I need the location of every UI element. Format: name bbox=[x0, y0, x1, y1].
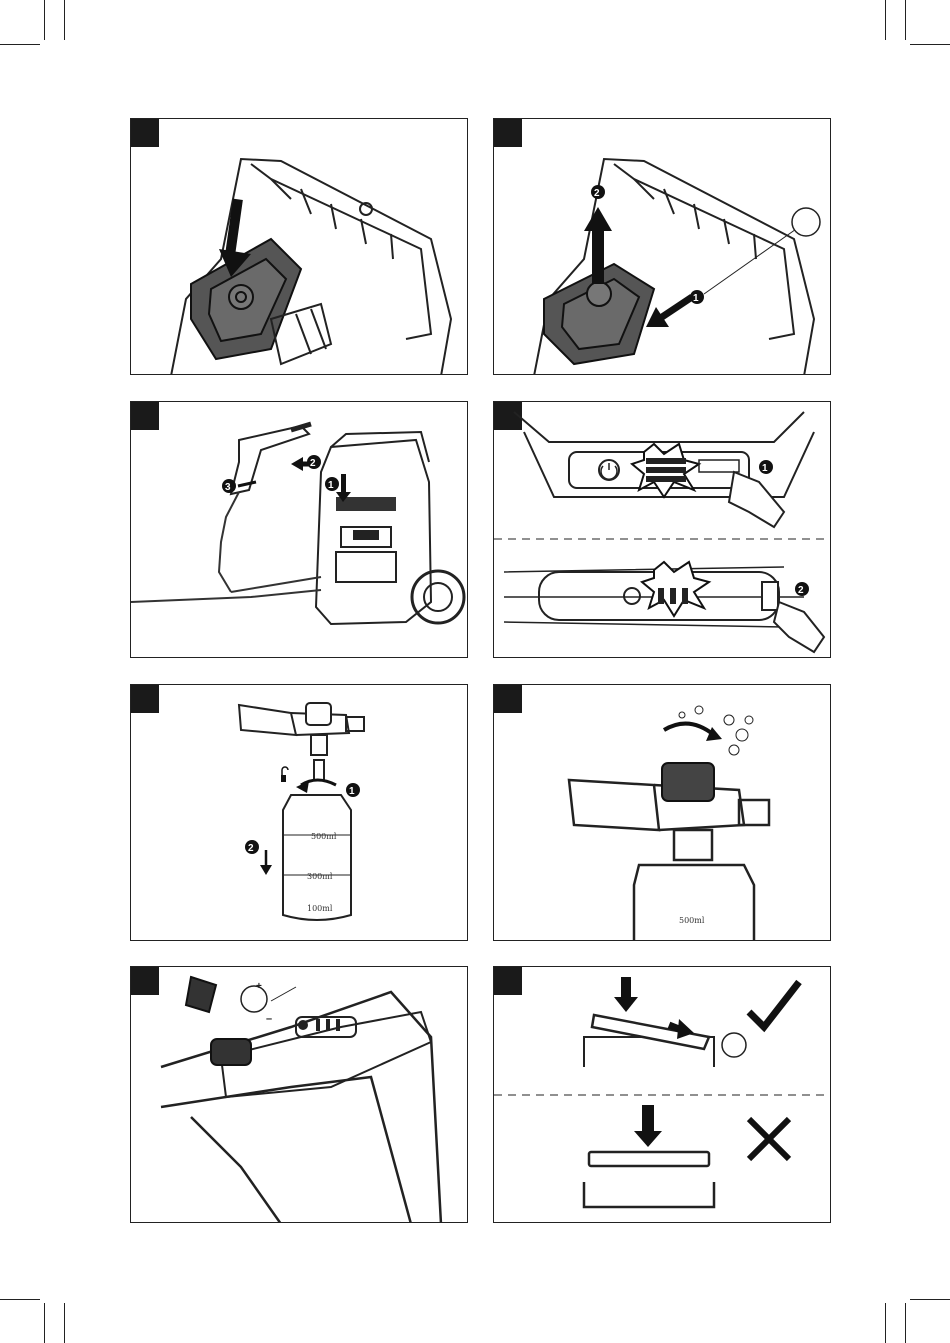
bottle-mark: 500ml bbox=[679, 916, 705, 925]
bottle-mark: 500ml bbox=[311, 832, 337, 841]
figure-panel-8 bbox=[493, 966, 831, 1223]
figure-panel-2: 2 1 bbox=[493, 118, 831, 375]
figure-panel-1 bbox=[130, 118, 468, 375]
callout-number: 2 bbox=[310, 458, 316, 469]
pressure-washer-illustration: 2 3 1 bbox=[131, 402, 468, 658]
foam-nozzle-illustration: 500ml bbox=[494, 685, 831, 941]
crop-mark bbox=[64, 1303, 65, 1343]
callout-number: 2 bbox=[594, 188, 600, 199]
figure-panel-6: 500ml bbox=[493, 684, 831, 941]
foam-bottle-illustration: 1 500ml 300ml 100ml 2 bbox=[131, 685, 468, 941]
callout-number: 3 bbox=[225, 482, 231, 493]
battery-remove-illustration: 2 1 bbox=[494, 119, 831, 375]
figure-panel-5: 1 500ml 300ml 100ml 2 bbox=[130, 684, 468, 941]
crop-mark bbox=[905, 1303, 906, 1343]
crop-mark bbox=[910, 1299, 950, 1300]
check-icon bbox=[749, 982, 799, 1027]
minus-symbol: – bbox=[266, 1013, 272, 1025]
crop-mark bbox=[0, 44, 40, 45]
bottle-mark: 100ml bbox=[307, 904, 333, 913]
battery-insert-illustration bbox=[131, 119, 468, 375]
detail-circle bbox=[722, 1033, 746, 1057]
crop-mark bbox=[910, 44, 950, 45]
callout-number: 2 bbox=[248, 843, 254, 854]
figure-panel-3: 2 3 1 bbox=[130, 401, 468, 658]
unlock-icon bbox=[281, 775, 286, 782]
crop-mark bbox=[885, 0, 886, 40]
crop-mark bbox=[885, 1303, 886, 1343]
callout-number: 1 bbox=[328, 480, 334, 491]
crop-mark bbox=[0, 1299, 40, 1300]
detail-circle bbox=[792, 208, 820, 236]
crop-mark bbox=[44, 0, 45, 40]
crop-mark bbox=[905, 0, 906, 40]
callout-number: 2 bbox=[798, 585, 804, 596]
crop-mark bbox=[44, 1303, 45, 1343]
callout-number: 1 bbox=[349, 786, 355, 797]
callout-number: 1 bbox=[693, 293, 699, 304]
crop-mark bbox=[64, 0, 65, 40]
control-panel-illustration: 1 2 bbox=[494, 402, 831, 658]
callout-number: 1 bbox=[762, 463, 768, 474]
lid-placement-illustration bbox=[494, 967, 831, 1223]
bottle-mark: 300ml bbox=[307, 872, 333, 881]
figure-panel-4: 1 2 bbox=[493, 401, 831, 658]
figure-panel-7: + – bbox=[130, 966, 468, 1223]
plus-symbol: + bbox=[256, 981, 262, 992]
gun-trigger-illustration: + – bbox=[131, 967, 468, 1223]
